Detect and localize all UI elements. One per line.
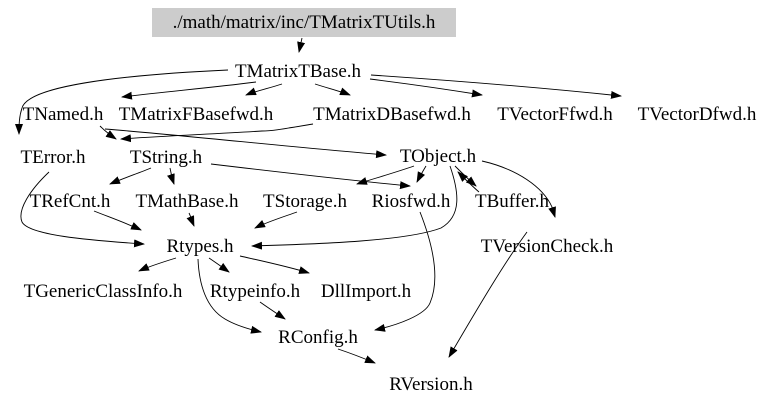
graph-edge-riosfwd-to-rconfig xyxy=(374,211,436,332)
graph-node-tnamed[interactable]: TNamed.h xyxy=(23,104,104,125)
graph-edge-rtypes-to-dllimport xyxy=(239,255,310,274)
graph-edge-tmatrixtbase-to-tnamed xyxy=(121,81,257,100)
graph-edge-tmatrixdbasefwd-to-tstring xyxy=(120,123,314,143)
current-file-box xyxy=(152,8,456,37)
graph-edge-tmathbase-to-rtypes xyxy=(186,212,195,227)
graph-node-riosfwd[interactable]: Riosfwd.h xyxy=(372,191,451,212)
graph-node-rconfig[interactable]: RConfig.h xyxy=(278,327,358,348)
graph-edge-rtypes-to-rconfig xyxy=(197,258,262,334)
graph-edge-terror-to-rtypes xyxy=(20,171,145,248)
graph-edge-rtypeinfo-to-rconfig xyxy=(259,301,286,320)
edges-layer xyxy=(15,37,622,364)
graph-edge-tmatrixtbase-to-tvectordfwd xyxy=(370,74,622,99)
graph-edge-tmatrixtbase-to-tmatrixdbasefwd xyxy=(314,83,351,96)
graph-edge-tversioncheck-to-rversion xyxy=(448,231,528,358)
graph-edge-tobject-to-rtypes xyxy=(251,165,458,250)
graph-node-tmatrixtutils: ./math/matrix/inc/TMatrixTUtils.h xyxy=(173,12,436,33)
graph-edge-rtypes-to-rtypeinfo xyxy=(208,257,230,273)
graph-node-trefcnt[interactable]: TRefCnt.h xyxy=(30,191,111,212)
graph-edge-tmatrixtbase-to-terror xyxy=(15,69,229,135)
graph-edge-tobject-to-riosfwd xyxy=(416,165,427,183)
graph-node-tversioncheck[interactable]: TVersionCheck.h xyxy=(481,236,614,257)
graph-node-rversion[interactable]: RVersion.h xyxy=(389,374,473,395)
nodes-layer: ./math/matrix/inc/TMatrixTUtils.hTMatrix… xyxy=(21,8,757,395)
graph-node-dllimport[interactable]: DllImport.h xyxy=(321,281,412,302)
graph-node-tmathbase[interactable]: TMathBase.h xyxy=(136,191,239,212)
graph-node-terror[interactable]: TError.h xyxy=(21,147,86,168)
graph-edge-tobject-to-tversioncheck xyxy=(481,160,556,218)
graph-node-tvectorffwd[interactable]: TVectorFfwd.h xyxy=(497,104,613,125)
graph-node-tbuffer[interactable]: TBuffer.h xyxy=(475,191,550,212)
graph-edge-tnamed-to-tstring xyxy=(99,125,117,140)
graph-edge-trefcnt-to-rtypes xyxy=(93,210,142,231)
graph-node-tvectordfwd[interactable]: TVectorDfwd.h xyxy=(638,104,757,125)
graph-node-tmatrixfbasefwd[interactable]: TMatrixFBasefwd.h xyxy=(119,104,274,125)
graph-node-rtypes[interactable]: Rtypes.h xyxy=(166,236,234,257)
graph-edge-tbuffer-to-tobject xyxy=(457,171,480,193)
graph-edge-tstring-to-riosfwd xyxy=(210,163,411,190)
graph-edge-rtypes-to-tgenericclassinfo xyxy=(138,257,177,272)
graph-edge-tobject-to-tstorage xyxy=(356,165,415,185)
graph-edge-tmatrixtutils-to-tmatrixtbase xyxy=(297,37,306,53)
graph-edge-tnamed-to-tobject xyxy=(104,128,387,159)
graph-node-tobject[interactable]: TObject.h xyxy=(400,146,477,167)
graph-node-tmatrixtbase[interactable]: TMatrixTBase.h xyxy=(235,61,362,82)
graph-node-rtypeinfo[interactable]: Rtypeinfo.h xyxy=(210,281,301,302)
graph-node-tstring[interactable]: TString.h xyxy=(130,147,203,168)
graph-edge-tmatrixtbase-to-tvectorffwd xyxy=(369,78,483,98)
graph-edge-rconfig-to-rversion xyxy=(337,348,376,364)
graph-node-tgenericclassinfo[interactable]: TGenericClassInfo.h xyxy=(24,281,183,302)
graph-edge-tstring-to-tmathbase xyxy=(167,167,175,185)
graph-edge-tstring-to-trefcnt xyxy=(109,167,152,185)
graph-edge-tstorage-to-rtypes xyxy=(254,211,298,229)
graph-node-tstorage[interactable]: TStorage.h xyxy=(263,191,347,212)
graph-node-tmatrixdbasefwd[interactable]: TMatrixDBasefwd.h xyxy=(313,104,471,125)
graph-edge-tmatrixtbase-to-tmatrixfbasefwd xyxy=(245,83,283,96)
